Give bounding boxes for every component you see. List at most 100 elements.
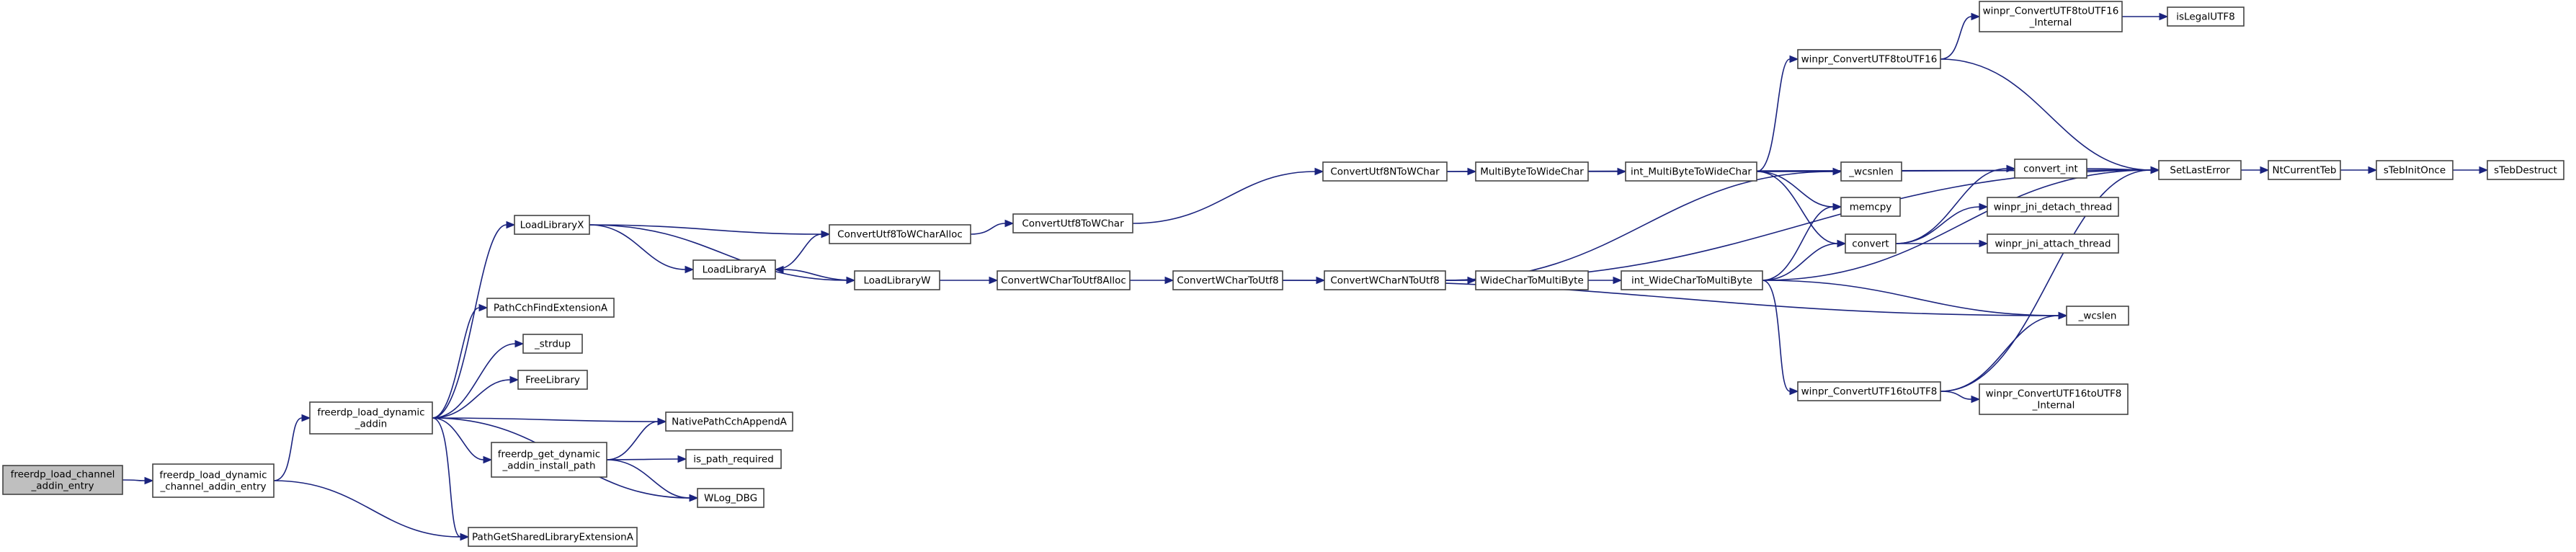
- arrow-head: [1979, 239, 1989, 248]
- edge-line: [432, 379, 511, 419]
- arrow-head: [989, 276, 999, 285]
- node-label: PathGetSharedLibraryExtensionA: [472, 532, 634, 543]
- node-wlog-dbg[interactable]: WLog_DBG: [697, 488, 765, 508]
- edge-line: [589, 224, 847, 281]
- node-freerdp-load-channel-addin-entry[interactable]: freerdp_load_channel_addin_entry: [2, 465, 123, 495]
- edge-line: [1940, 315, 2059, 392]
- node-label: _channel_addin_entry: [159, 481, 266, 493]
- node-label: _Internal: [2032, 400, 2075, 411]
- node-stebinitonce[interactable]: sTebInitOnce: [2376, 160, 2454, 180]
- arrow-head: [2150, 166, 2160, 174]
- node-label: ConvertWCharNToUtf8: [1330, 275, 1439, 287]
- node-convert-int[interactable]: convert_int: [2014, 159, 2087, 179]
- node-wcsnlen[interactable]: _wcsnlen: [1840, 161, 1902, 182]
- edge-line: [1132, 171, 1316, 224]
- node-loadlibraryx[interactable]: LoadLibraryX: [514, 215, 590, 235]
- node-box: [997, 270, 1131, 290]
- node-int-multibytetowidechar[interactable]: int_MultiByteToWideChar: [1625, 161, 1757, 182]
- edge-int_wc-to-memcpy: [1762, 202, 1842, 281]
- node-ntcurrentteb[interactable]: NtCurrentTeb: [2268, 160, 2341, 180]
- node-winpr-convertutf16toutf8-internal[interactable]: winpr_ConvertUTF16toUTF8_Internal: [1979, 383, 2129, 415]
- edge-int_wc-to-convert: [1762, 239, 1847, 281]
- node-box: [2167, 6, 2245, 27]
- edge-line: [1762, 243, 1838, 281]
- node-winpr-jni-attach-thread[interactable]: winpr_jni_attach_thread: [1987, 233, 2119, 254]
- node-label: MultiByteToWideChar: [1480, 166, 1584, 178]
- edge-line: [432, 343, 516, 419]
- node-pathcchfindextensiona[interactable]: PathCchFindExtensionA: [486, 298, 615, 318]
- edge-wu8to16-to-wu8to16i: [1940, 12, 1981, 60]
- node-is-path-required[interactable]: is_path_required: [685, 449, 782, 469]
- node-label: is_path_required: [693, 454, 774, 466]
- node-winpr-convertutf8toutf16[interactable]: winpr_ConvertUTF8toUTF16: [1797, 49, 1941, 69]
- edge-wu16to8-to-setlast: [1940, 166, 2160, 392]
- node-strdup[interactable]: _strdup: [522, 334, 583, 354]
- arrow-head: [301, 414, 311, 422]
- node-convertutf8towcharalloc[interactable]: ConvertUtf8ToWCharAlloc: [829, 224, 971, 244]
- node-label: int_WideCharToMultiByte: [1631, 275, 1752, 287]
- edge-get_install-to-ispath: [606, 455, 687, 463]
- node-freerdp-load-dynamic-addin[interactable]: freerdp_load_dynamic_addin: [309, 401, 433, 435]
- node-memcpy[interactable]: memcpy: [1840, 197, 1901, 217]
- node-box: [1324, 270, 1446, 290]
- node-stebdestruct[interactable]: sTebDestruct: [2487, 160, 2564, 180]
- node-pathgetsharedlibraryextensiona[interactable]: PathGetSharedLibraryExtensionA: [468, 527, 638, 547]
- edge-int_mb-to-wu8to16: [1756, 55, 1799, 172]
- edge-wc2mb-to-int_wc: [1588, 276, 1623, 285]
- node-convertwchartoutf8[interactable]: ConvertWCharToUtf8: [1172, 270, 1283, 290]
- edge-line: [432, 417, 659, 422]
- edge-line: [775, 233, 822, 270]
- node-int-widechartomultibyte[interactable]: int_WideCharToMultiByte: [1621, 270, 1763, 290]
- edge-layer: [122, 12, 2489, 541]
- node-box: [697, 488, 765, 508]
- arrow-head: [1837, 239, 1847, 248]
- edge-dyn_addin-to-get_install: [432, 417, 493, 464]
- arrow-head: [1613, 276, 1623, 285]
- node-convertwchartoutf8alloc[interactable]: ConvertWCharToUtf8Alloc: [997, 270, 1131, 290]
- arrow-head: [821, 230, 831, 239]
- node-loadlibraryw[interactable]: LoadLibraryW: [854, 270, 940, 290]
- edge-line: [432, 417, 461, 538]
- edge-dyn_entry-to-pathshared: [273, 480, 470, 541]
- node-convertwcharntoutf8[interactable]: ConvertWCharNToUtf8: [1324, 270, 1446, 290]
- arrow-head: [1971, 395, 1981, 404]
- node-convertutf8ntowchar[interactable]: ConvertUtf8NToWChar: [1322, 161, 1448, 182]
- arrow-head: [460, 533, 470, 541]
- node-widechartomultibyte[interactable]: WideCharToMultiByte: [1475, 270, 1589, 290]
- node-wcslen[interactable]: _wcslen: [2066, 306, 2129, 326]
- node-winpr-convertutf16toutf8[interactable]: winpr_ConvertUTF16toUTF8: [1797, 381, 1941, 401]
- node-label: ConvertWCharToUtf8: [1177, 275, 1278, 287]
- edge-line: [273, 417, 303, 481]
- edge-line: [1762, 206, 1834, 281]
- arrow-head: [685, 265, 695, 274]
- node-islegalutf8[interactable]: isLegalUTF8: [2167, 6, 2245, 27]
- node-setlasterror[interactable]: SetLastError: [2158, 160, 2242, 180]
- node-box: [1979, 383, 2129, 415]
- node-multibytetowidechar[interactable]: MultiByteToWideChar: [1475, 161, 1589, 182]
- arrow-head: [1314, 167, 1324, 176]
- node-nativepathcchappenda[interactable]: NativePathCchAppendA: [665, 411, 793, 432]
- node-winpr-convertutf8toutf16-internal[interactable]: winpr_ConvertUTF8toUTF16_Internal: [1979, 1, 2123, 32]
- node-box: [2376, 160, 2454, 180]
- edge-dyn_addin-to-strdup: [432, 339, 525, 419]
- node-freelibrary[interactable]: FreeLibrary: [517, 370, 588, 390]
- arrow-head: [514, 339, 525, 348]
- edge-dyn_addin-to-pathshared: [432, 417, 470, 541]
- node-convert[interactable]: convert: [1845, 233, 1897, 254]
- node-label: freerdp_load_dynamic: [159, 470, 267, 481]
- node-label: LoadLibraryX: [520, 220, 584, 231]
- edge-line: [1762, 280, 2059, 316]
- node-freerdp-get-dynamic-addin-install-path[interactable]: freerdp_get_dynamic_addin_install_path: [491, 442, 607, 478]
- arrow-head: [2159, 12, 2169, 21]
- node-label: NativePathCchAppendA: [672, 417, 788, 428]
- node-label: winpr_ConvertUTF8toUTF16: [1801, 54, 1938, 66]
- edge-line: [606, 421, 659, 460]
- node-label: sTebInitOnce: [2384, 165, 2446, 177]
- node-winpr-jni-detach-thread[interactable]: winpr_jni_detach_thread: [1987, 197, 2119, 217]
- node-freerdp-load-dynamic-channel-addin-entry[interactable]: freerdp_load_dynamic_channel_addin_entry: [152, 463, 275, 498]
- node-convertutf8towchar[interactable]: ConvertUtf8ToWChar: [1012, 213, 1133, 233]
- edge-dyn_addin-to-loadlibx: [432, 221, 516, 419]
- node-label: NtCurrentTeb: [2273, 165, 2337, 177]
- node-loadlibrarya[interactable]: LoadLibraryA: [692, 259, 776, 280]
